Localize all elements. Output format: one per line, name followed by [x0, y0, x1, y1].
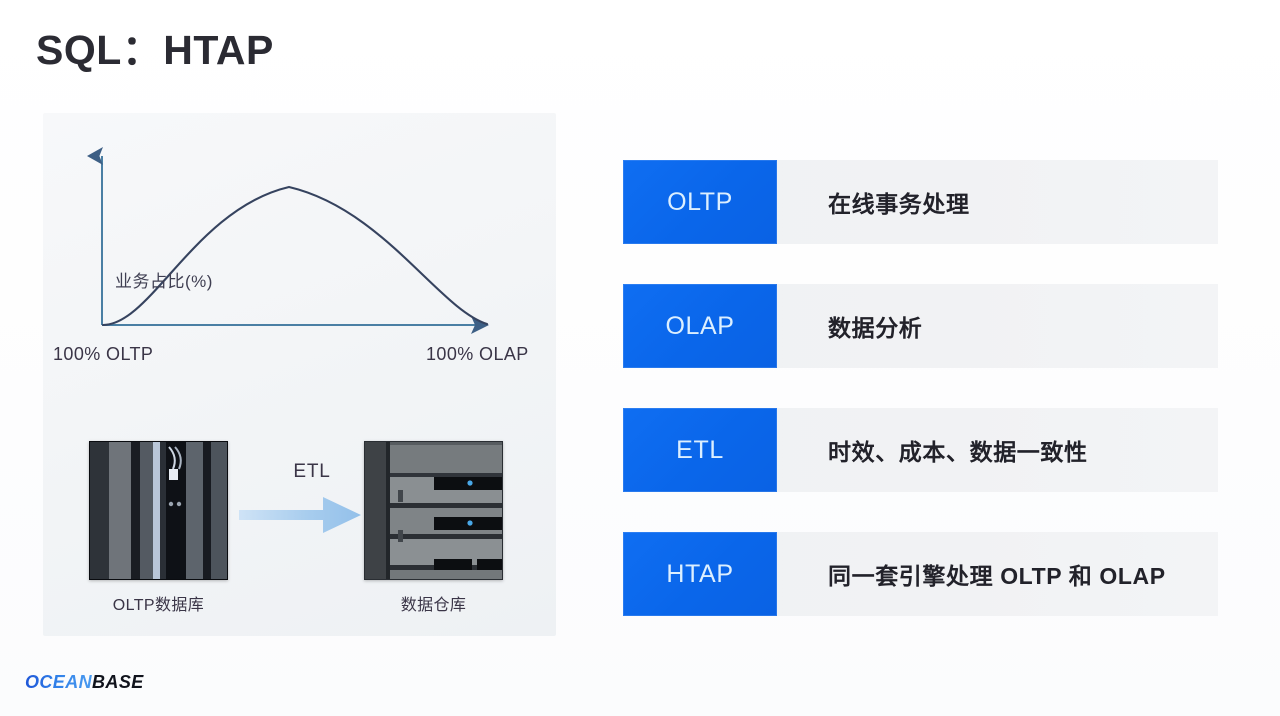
- badge-htap[interactable]: HTAP: [623, 532, 777, 616]
- row-description-oltp: 在线事务处理: [828, 191, 970, 217]
- business-ratio-chart: 业务占比(%) 100% OLTP 100% OLAP: [43, 113, 556, 383]
- chart-svg: [87, 147, 489, 334]
- list-item[interactable]: HTAP 同一套引擎处理 OLTP 和 OLAP: [623, 532, 1218, 616]
- concept-rows-list: OLTP 在线事务处理 OLAP 数据分析 ETL 时效、成本、数据一致性 HT…: [623, 160, 1218, 616]
- oceanbase-logo: OCEANBASE: [25, 672, 144, 693]
- etl-arrow-icon: [239, 497, 361, 533]
- page-title: SQL：HTAP: [36, 27, 274, 73]
- logo-text-base: BASE: [92, 672, 144, 692]
- badge-oltp[interactable]: OLTP: [623, 160, 777, 244]
- chart-curve: [101, 185, 489, 327]
- left-illustration-panel: 业务占比(%) 100% OLTP 100% OLAP: [43, 113, 556, 636]
- oltp-image-caption: OLTP数据库: [112, 597, 205, 614]
- list-item[interactable]: OLAP 数据分析: [623, 284, 1218, 368]
- logo-text-ocean: OCEAN: [25, 672, 93, 692]
- row-description-etl: 时效、成本、数据一致性: [828, 439, 1088, 465]
- chart-x-right-label: 100% OLAP: [426, 344, 529, 364]
- oltp-server-image: [89, 441, 228, 580]
- etl-arrow-label: ETL: [293, 461, 331, 482]
- data-warehouse-image-caption: 数据仓库: [400, 597, 467, 614]
- badge-etl[interactable]: ETL: [623, 408, 777, 492]
- data-warehouse-image: [364, 441, 503, 580]
- list-item[interactable]: OLTP 在线事务处理: [623, 160, 1218, 244]
- chart-x-left-label: 100% OLTP: [53, 344, 154, 364]
- row-description-olap: 数据分析: [828, 315, 923, 341]
- badge-olap[interactable]: OLAP: [623, 284, 777, 368]
- chart-y-axis-label: 业务占比(%): [115, 272, 213, 291]
- row-description-htap: 同一套引擎处理 OLTP 和 OLAP: [828, 563, 1166, 589]
- etl-diagram: ETL OLTP数据库 数据仓库: [43, 413, 556, 636]
- list-item[interactable]: ETL 时效、成本、数据一致性: [623, 408, 1218, 492]
